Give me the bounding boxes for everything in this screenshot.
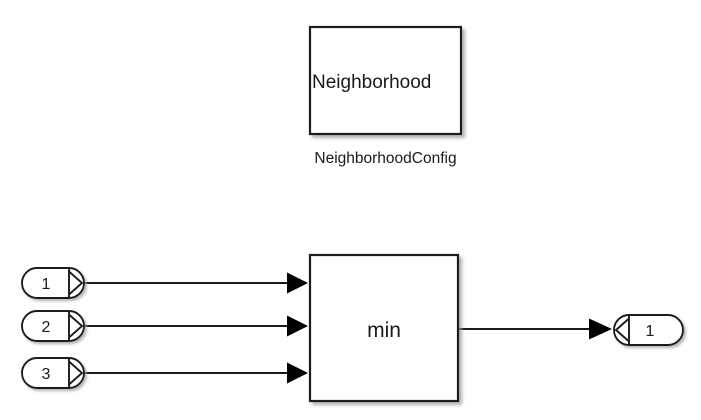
block-neighborhood-config[interactable]: Neighborhood xyxy=(308,25,463,136)
neighborhood-config-label: Neighborhood xyxy=(312,72,431,93)
arrowhead-in-3 xyxy=(287,362,308,384)
inport-1[interactable]: 1 xyxy=(21,267,85,299)
inport-3[interactable]: 3 xyxy=(21,357,85,389)
inport-2-arrow-icon xyxy=(68,313,84,339)
min-block-body[interactable] xyxy=(308,253,460,403)
arrowhead-in-2 xyxy=(287,315,308,337)
inport-3-number: 3 xyxy=(42,366,51,383)
signal-line-in-3[interactable] xyxy=(85,362,308,384)
inport-1-number: 1 xyxy=(42,276,51,293)
inport-3-arrow-icon xyxy=(68,360,84,386)
arrowhead-out-1 xyxy=(589,318,612,340)
signal-line-out-1[interactable] xyxy=(458,318,612,340)
arrowhead-in-1 xyxy=(287,272,308,294)
outport-1-body xyxy=(613,314,684,346)
outport-1-arrow-icon xyxy=(614,317,630,343)
block-min[interactable]: min xyxy=(308,253,460,403)
outport-1[interactable]: 1 xyxy=(613,314,684,346)
inport-1-arrow-icon xyxy=(68,270,84,296)
inport-3-body xyxy=(21,357,85,389)
min-block-label: min xyxy=(367,319,401,342)
neighborhood-config-body[interactable] xyxy=(308,25,463,136)
inport-2[interactable]: 2 xyxy=(21,310,85,342)
signal-line-in-2[interactable] xyxy=(85,315,308,337)
inport-1-body xyxy=(21,267,85,299)
neighborhood-config-caption: NeighborhoodConfig xyxy=(314,150,456,167)
signal-line-in-1[interactable] xyxy=(85,272,308,294)
inport-2-number: 2 xyxy=(42,319,51,336)
inport-2-body xyxy=(21,310,85,342)
outport-1-number: 1 xyxy=(646,323,655,340)
